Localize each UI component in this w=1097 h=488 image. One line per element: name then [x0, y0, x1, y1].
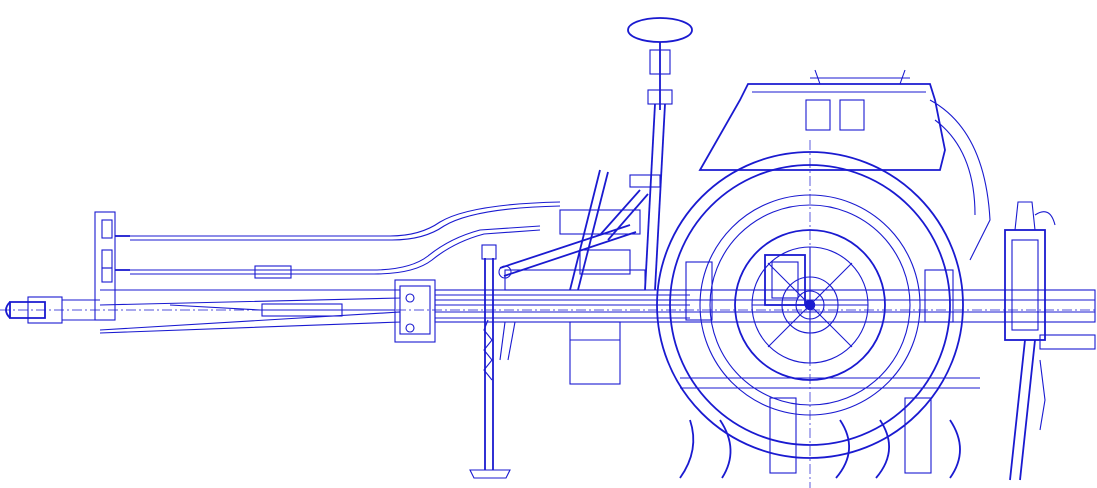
wheel-bracket	[685, 254, 954, 323]
main-wheel	[656, 140, 964, 488]
brake-lines	[130, 201, 561, 317]
steering-column	[569, 17, 693, 291]
front-bracket	[394, 279, 690, 343]
hopper-body	[698, 69, 991, 261]
hydraulic-arm	[498, 209, 641, 279]
drawbar	[0, 211, 1097, 334]
rear-assembly	[1004, 201, 1096, 481]
lower-tines	[679, 377, 980, 479]
front-support-leg	[469, 244, 516, 479]
